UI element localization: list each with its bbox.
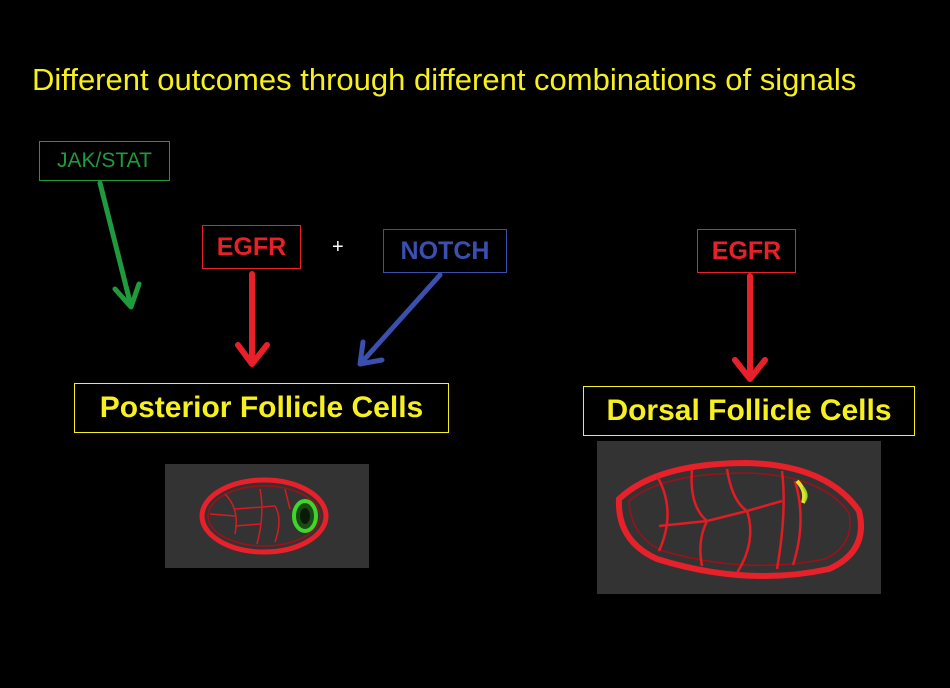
plus-sign: + [332, 236, 344, 258]
jak-stat-label: JAK/STAT [39, 141, 170, 181]
dorsal-follicle-cells-box: Dorsal Follicle Cells [583, 386, 915, 436]
egfr-arrow-right [732, 273, 768, 382]
notch-label: NOTCH [383, 229, 507, 273]
slide-title: Different outcomes through different com… [32, 62, 857, 97]
egfr-arrow-left [235, 271, 270, 367]
egg-chamber-icon [199, 477, 329, 555]
posterior-egg-chamber-micrograph [165, 464, 369, 568]
dorsal-egg-chamber-micrograph [597, 441, 881, 594]
egfr-label-left: EGFR [202, 225, 301, 269]
egg-chamber-icon [615, 459, 864, 579]
jak-stat-arrow [97, 180, 142, 310]
posterior-follicle-cells-box: Posterior Follicle Cells [74, 383, 449, 433]
notch-arrow [357, 272, 443, 367]
egfr-label-right: EGFR [697, 229, 796, 273]
